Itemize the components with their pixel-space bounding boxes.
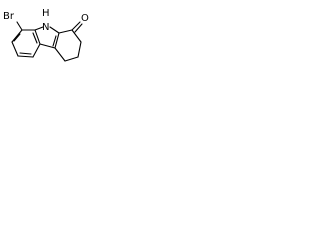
bond-carbonyl-1 bbox=[71, 21, 81, 31]
bond-benzene-1-double bbox=[13, 33, 21, 42]
bond-pyrrole-c-benzene bbox=[39, 43, 56, 49]
atom-label-nitrogen-hydrogen: H bbox=[42, 8, 50, 19]
atom-label-nitrogen: N bbox=[42, 22, 49, 33]
bond-cyclo-1 bbox=[58, 29, 73, 34]
bond-pyrrole-n-c bbox=[49, 26, 60, 34]
bond-cyclo-5 bbox=[54, 47, 66, 62]
bond-benzene-5 bbox=[34, 29, 41, 45]
bond-benzene-4 bbox=[32, 43, 41, 58]
bond-pyrrole-c-c bbox=[54, 32, 60, 49]
bond-br-c bbox=[16, 21, 23, 31]
bond-benzene-1 bbox=[11, 29, 23, 43]
atom-label-bromine: Br bbox=[3, 11, 15, 22]
bond-lines bbox=[11, 21, 83, 62]
atom-labels: Br H N O bbox=[3, 8, 89, 33]
bond-cyclo-3 bbox=[77, 41, 82, 58]
bond-benzene-2 bbox=[11, 41, 19, 57]
bond-carbonyl-2 bbox=[74, 23, 83, 33]
bond-pyrrole-c-c-double bbox=[52, 35, 57, 47]
atom-label-oxygen: O bbox=[81, 13, 89, 24]
bond-benzene-3-double bbox=[19, 52, 32, 55]
bond-pyrrole-c-n bbox=[34, 26, 44, 31]
bond-benzene-3 bbox=[17, 55, 34, 58]
bond-benzene-5-double bbox=[32, 32, 38, 44]
chemical-structure-diagram: Br H N O bbox=[3, 8, 89, 62]
bond-cyclo-2 bbox=[71, 29, 82, 43]
bond-cyclo-4 bbox=[64, 56, 79, 62]
